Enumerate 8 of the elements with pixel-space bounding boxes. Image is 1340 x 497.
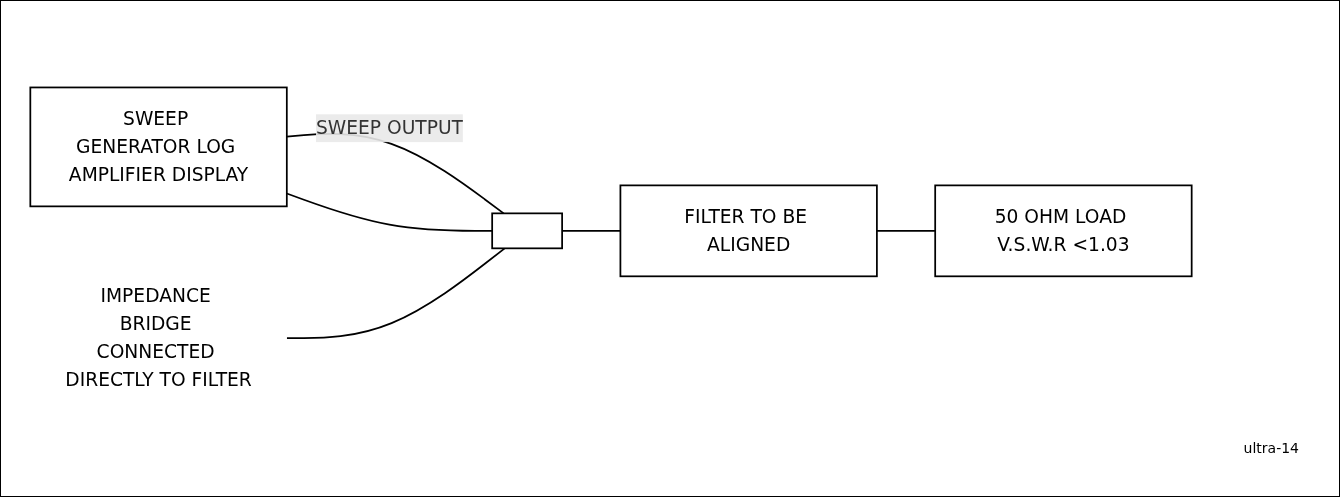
node-box: FILTER TO BE ALIGNED [619, 184, 878, 278]
node-box: SWEEP GENERATOR LOG AMPLIFIER DISPLAY [29, 86, 288, 208]
connector [285, 247, 506, 339]
figure-id: ultra-14 [1243, 440, 1299, 456]
node-text: IMPEDANCE BRIDGE CONNECTED DIRECTLY TO FILTER [65, 284, 252, 391]
edge-label: SWEEP OUTPUT [315, 116, 464, 139]
node-box [491, 212, 563, 250]
node-box: 50 OHM LOAD V.S.W.R <1.03 [934, 184, 1193, 278]
